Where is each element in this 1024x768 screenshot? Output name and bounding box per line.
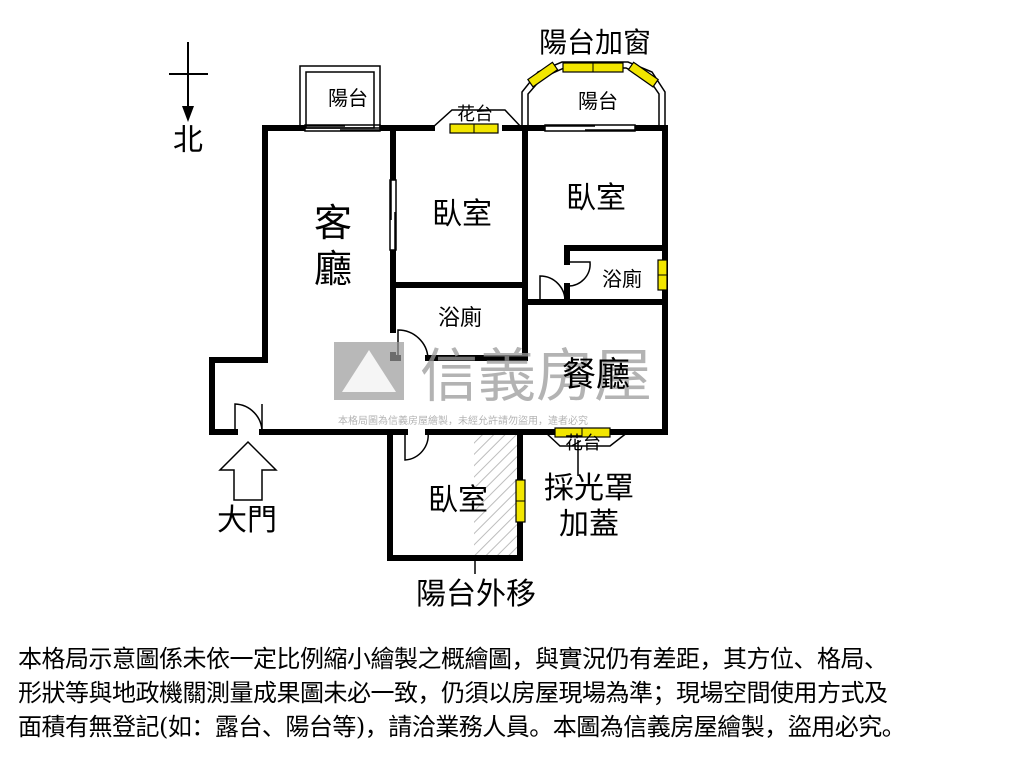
room-bedroom-3: 臥室 <box>428 483 488 518</box>
north-label: 北 <box>173 123 203 158</box>
room-balcony-2: 陽台 <box>578 89 618 113</box>
planter-top-outline <box>431 109 523 129</box>
annotation-skylight-2: 加蓋 <box>559 507 619 542</box>
disclaimer: 本格局示意圖係未依一定比例縮小繪製之概繪圖，與實況仍有差距，其方位、格局、 形狀… <box>18 642 1008 744</box>
room-bathroom-1: 浴廁 <box>438 306 482 331</box>
watermark-notice: 本格局圖為信義房屋繪製，未經允許請勿盜用，違者必究 <box>338 414 588 427</box>
room-dining: 餐廳 <box>562 355 630 395</box>
main-door-swing <box>234 403 263 433</box>
balcony-2-outline <box>521 61 666 128</box>
bedroom-door-swing <box>404 431 429 461</box>
room-living-line2: 廳 <box>314 247 352 291</box>
room-bedroom-2: 臥室 <box>566 181 626 216</box>
disclaimer-line-2: 形狀等與地政機關測量成果圖未必一致，仍須以房屋現場為準；現場空間使用方式及 <box>18 679 888 707</box>
bathroom-door-swing <box>397 329 429 359</box>
room-living-line1: 客 <box>314 201 352 245</box>
room-bedroom-1: 臥室 <box>432 197 492 232</box>
room-bathroom-2: 浴廁 <box>602 267 642 291</box>
planter-bottom-outline <box>544 431 629 447</box>
annotation-main-door: 大門 <box>217 503 277 538</box>
annotation-balcony-window: 陽台加窗 <box>539 26 651 59</box>
bathroom2-inner-door <box>566 261 591 287</box>
entry-arrow-icon <box>218 440 278 501</box>
bathroom2-door-swing <box>539 275 566 303</box>
planter-top-label: 花台 <box>457 104 493 125</box>
room-balcony-1: 陽台 <box>328 86 368 110</box>
annotation-balcony-moved: 陽台外移 <box>416 577 536 612</box>
disclaimer-line-1: 本格局示意圖係未依一定比例縮小繪製之概繪圖，與實況仍有差距，其方位、格局、 <box>18 645 888 673</box>
relocated-balcony-hatch <box>474 432 520 556</box>
planter-bottom-label: 花台 <box>565 433 601 454</box>
floor-plan: 北 <box>169 26 668 612</box>
annotation-skylight-1: 採光罩 <box>544 471 634 506</box>
compass: 北 <box>169 42 208 158</box>
north-arrow-icon <box>182 106 194 122</box>
watermark: 信義房屋 本格局圖為信義房屋繪製，未經允許請勿盜用，違者必究 <box>334 342 652 427</box>
watermark-brand: 信義房屋 <box>420 342 652 410</box>
disclaimer-line-3: 面積有無登記(如：露台、陽台等)，請洽業務人員。本圖為信義房屋繪製，盜用必究。 <box>18 713 906 741</box>
